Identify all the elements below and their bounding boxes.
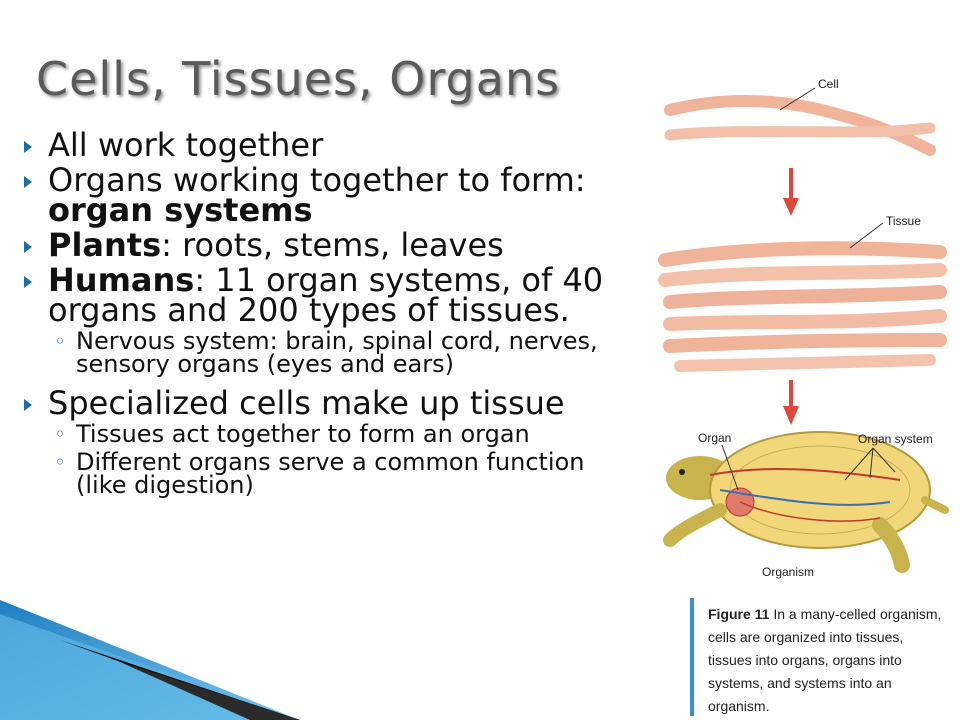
label-organism: Organism xyxy=(762,565,814,579)
cell-illustration: Cell xyxy=(664,77,936,156)
arrow-down-icon xyxy=(783,168,799,216)
arrow-down-icon xyxy=(783,380,799,425)
label-organ-system: Organ system xyxy=(858,432,933,446)
caption-figure-number: Figure 11 xyxy=(708,606,770,622)
bullet-list: All work together Organs working togethe… xyxy=(22,129,622,502)
bullet-specialized-cells: Specialized cells make up tissue xyxy=(22,387,622,419)
tissue-illustration: Tissue xyxy=(658,214,947,372)
bullet-humans: Humans: 11 organ systems, of 40 organs a… xyxy=(22,264,622,326)
label-cell: Cell xyxy=(818,77,839,91)
label-tissue: Tissue xyxy=(886,214,921,228)
turtle-organism-illustration: Organ system Organ Organism xyxy=(663,431,949,579)
caption-text: In a many-celled organism, cells are org… xyxy=(708,606,942,714)
corner-swoosh-decoration xyxy=(0,600,300,720)
bullet-plants: Plants: roots, stems, leaves xyxy=(22,229,622,261)
bullet-work-together: All work together xyxy=(22,129,622,161)
caption-accent-bar xyxy=(690,598,694,716)
sub-bullet-common-function: Different organs serve a common function… xyxy=(22,450,622,497)
cell-tissue-organism-figure: Cell Tissue xyxy=(658,77,949,579)
slide-title: Cells, Tissues, Organs xyxy=(36,52,561,106)
bullet-organ-systems: Organs working together to form: organ s… xyxy=(22,164,622,226)
sub-bullet-nervous-system: Nervous system: brain, spinal cord, nerv… xyxy=(22,329,622,376)
label-organ: Organ xyxy=(698,431,731,445)
sub-bullet-tissues-organ: Tissues act together to form an organ xyxy=(22,422,622,446)
figure-caption: Figure 11 In a many-celled organism, cel… xyxy=(708,603,948,718)
